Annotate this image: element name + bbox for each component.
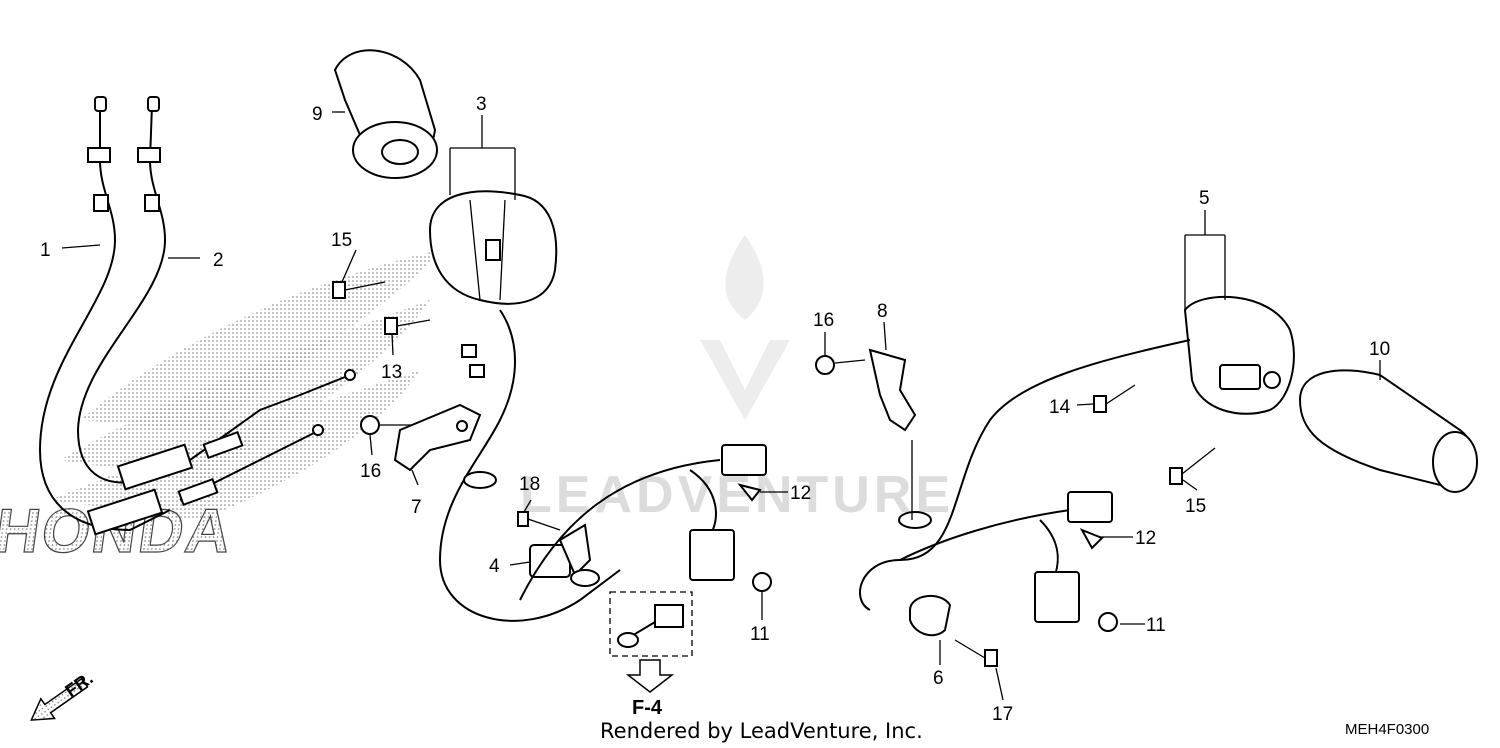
throttle-cable-2 [76, 96, 181, 484]
callout-15-left: 15 [331, 230, 352, 251]
bracket-7 [360, 403, 482, 472]
callout-10: 10 [1369, 339, 1390, 360]
callout-12-right: 12 [1135, 528, 1156, 549]
reference-connector-box [609, 591, 693, 657]
page-reference-arrow-icon [625, 659, 675, 693]
screw-14 [1093, 384, 1136, 413]
callout-4: 4 [489, 556, 500, 577]
clamp-4 [517, 511, 592, 578]
throttle-cable-ends [86, 369, 356, 536]
clamp-6 [909, 595, 998, 667]
left-handlebar-switch [428, 190, 621, 622]
wire-harness-right [898, 491, 1118, 632]
callout-1: 1 [40, 240, 51, 261]
screw-13 [384, 317, 431, 335]
leader-lines [61, 111, 1381, 701]
diagram-code: MEH4F0300 [1345, 721, 1429, 738]
callout-18: 18 [519, 474, 540, 495]
throttle-cable-1 [38, 96, 171, 532]
callout-3: 3 [476, 94, 487, 115]
callout-16-right: 16 [813, 310, 834, 331]
bracket-8 [815, 348, 917, 432]
callout-13: 13 [381, 362, 402, 383]
callout-11-left: 11 [750, 624, 770, 645]
callout-6: 6 [933, 668, 944, 689]
right-handlebar-switch [859, 295, 1295, 611]
honda-wing-logo [50, 250, 440, 520]
callout-9: 9 [312, 104, 323, 125]
throttle-grip [333, 49, 438, 179]
credit-text: Rendered by LeadVenture, Inc. [600, 719, 923, 743]
callout-7: 7 [411, 497, 422, 518]
callout-12-left: 12 [790, 483, 811, 504]
connector-pins-left [461, 344, 485, 378]
screw-15-left [332, 281, 386, 299]
callout-11-right: 11 [1146, 615, 1166, 636]
callout-5: 5 [1199, 188, 1210, 209]
right-grip [1298, 369, 1478, 493]
wire-harness-left [463, 444, 772, 601]
callout-15-right: 15 [1185, 496, 1206, 517]
callout-16-left: 16 [360, 461, 381, 482]
callout-17: 17 [992, 704, 1013, 725]
callout-2: 2 [213, 250, 224, 271]
callout-8: 8 [877, 301, 888, 322]
watermark-logo-icon [700, 235, 790, 420]
callout-14: 14 [1049, 397, 1071, 418]
screw-15-right [1169, 447, 1216, 485]
direction-arrow-icon [30, 677, 89, 721]
page-reference-label: F-4 [632, 697, 663, 719]
